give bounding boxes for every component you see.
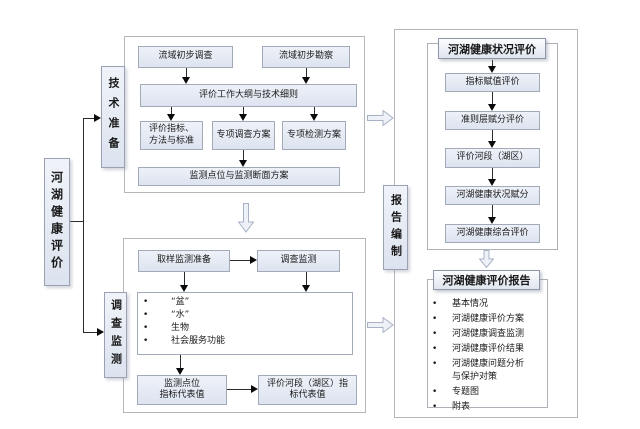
box-indicators-methods: 评价指标、 方法与标准	[140, 121, 203, 150]
connector-line	[243, 107, 244, 114]
bullet-icon: •	[432, 401, 438, 412]
box-special-survey-plan: 专项调查方案	[212, 121, 275, 150]
stage-label-survey-monitor: 调查监测	[104, 292, 127, 378]
connector-line	[83, 118, 94, 119]
arrowhead-right-icon	[251, 385, 258, 393]
connector-line	[306, 68, 307, 77]
arrowhead-right-icon	[250, 256, 257, 264]
box-monitor-categories	[137, 292, 353, 355]
bullet-icon: •	[432, 344, 438, 354]
bullet-icon: •	[432, 359, 438, 369]
list-item: • “水”	[137, 309, 353, 322]
connector-line	[314, 107, 315, 114]
report-item-label: 附表	[452, 401, 471, 412]
report-item-label: 河湖健康问题分析 与保护对策	[452, 359, 525, 382]
arrowhead-down-icon	[310, 114, 318, 121]
connector-line	[492, 130, 493, 141]
connector-line	[171, 107, 172, 114]
stage-label-report-compile: 报告编制	[383, 185, 408, 270]
box-work-outline: 评价工作大纲与技术细则	[140, 84, 357, 107]
box-reach-values: 评价河段（湖区）指 标代表值	[258, 375, 357, 405]
list-item: • 基本情况	[430, 298, 546, 311]
report-item-label: 河湖健康评价结果	[452, 344, 525, 354]
bullet-icon: •	[143, 323, 149, 333]
arrowhead-down-icon	[302, 285, 310, 292]
box-step-criteria-score: 准则层赋分评价	[445, 111, 540, 130]
connector-line	[230, 260, 250, 261]
connector-line	[184, 272, 185, 285]
block-arrow-down-icon	[237, 203, 255, 237]
stage-label-tech-prep: 技术准备	[101, 66, 125, 168]
root-label-box: 河湖健康评价	[44, 158, 70, 286]
connector-line	[492, 205, 493, 217]
connector-line	[492, 168, 493, 179]
block-arrow-right-icon	[367, 316, 394, 337]
list-item: • 河湖健康调查监测	[430, 328, 546, 341]
report-item-label: 基本情况	[452, 299, 489, 309]
report-item-label: 河湖健康调查监测	[452, 329, 525, 339]
connector-line	[243, 150, 244, 160]
arrowhead-right-icon	[97, 328, 104, 336]
box-point-values: 监测点位 指标代表值	[137, 375, 227, 405]
arrowhead-down-icon	[180, 285, 188, 292]
report-item-label: 河湖健康评价方案	[452, 314, 525, 324]
arrowhead-down-icon	[488, 217, 496, 224]
box-step-comprehensive-eval: 河湖健康综合评价	[445, 224, 540, 243]
connector-line	[492, 92, 493, 104]
report-title: 河湖健康评价报告	[433, 270, 540, 290]
list-item: • 社会服务功能	[137, 335, 353, 348]
box-basin-survey: 流域初步调查	[138, 46, 233, 68]
bullet-icon: •	[432, 329, 438, 339]
box-survey-monitoring: 调查监测	[257, 250, 340, 272]
bullet-label: “水”	[171, 310, 190, 320]
report-item-label: 专题图	[452, 386, 480, 397]
list-item: • 专题图	[430, 386, 546, 399]
connector-line	[186, 68, 187, 77]
connector-line	[83, 332, 97, 333]
connector-line	[492, 60, 493, 66]
arrowhead-right-icon	[94, 114, 101, 122]
list-item: • 河湖健康评价方案	[430, 313, 546, 326]
arrowhead-down-icon	[167, 114, 175, 121]
block-arrow-right-icon	[367, 109, 394, 130]
arrowhead-down-icon	[488, 179, 496, 186]
connector-line	[70, 221, 83, 222]
arrowhead-down-icon	[176, 368, 184, 375]
bullet-icon: •	[432, 386, 438, 397]
box-step-indicator-assign: 指标赋值评价	[445, 73, 540, 92]
box-step-eval-reach: 评价河段（湖区）	[445, 148, 540, 168]
list-item: • “盆”	[137, 296, 353, 309]
list-item: • 附表	[430, 401, 546, 414]
bullet-icon: •	[143, 297, 149, 307]
list-item: • 生物	[137, 322, 353, 335]
list-item: • 河湖健康评价结果	[430, 343, 546, 356]
bullet-icon: •	[432, 299, 438, 309]
box-sampling-prep: 取样监测准备	[138, 250, 230, 272]
box-step-health-score: 河湖健康状况赋分	[445, 186, 540, 205]
box-special-test-plan: 专项检测方案	[282, 121, 346, 150]
block-arrow-down-icon	[478, 250, 495, 272]
list-item: • 河湖健康问题分析 与保护对策	[430, 358, 546, 383]
arrowhead-down-icon	[239, 114, 247, 121]
connector-line	[180, 355, 181, 368]
connector-line	[83, 118, 84, 332]
connector-line	[227, 389, 251, 390]
arrowhead-down-icon	[488, 104, 496, 111]
bullet-icon: •	[143, 336, 149, 346]
report-content-subpanel	[427, 279, 548, 408]
arrowhead-down-icon	[182, 77, 190, 84]
connector-line	[306, 272, 307, 285]
bullet-label: “盆”	[171, 297, 190, 307]
arrowhead-down-icon	[239, 160, 247, 167]
arrowhead-down-icon	[302, 77, 310, 84]
bullet-label: 社会服务功能	[171, 336, 226, 346]
arrowhead-down-icon	[488, 141, 496, 148]
bullet-icon: •	[143, 310, 149, 320]
box-basin-recon: 流域初步勘察	[262, 46, 350, 68]
arrowhead-down-icon	[488, 66, 496, 73]
status-eval-title: 河湖健康状况评价	[438, 38, 546, 59]
bullet-icon: •	[432, 314, 438, 324]
bullet-label: 生物	[171, 323, 190, 333]
box-monitor-point-plan: 监测点位与监测断面方案	[138, 167, 340, 186]
